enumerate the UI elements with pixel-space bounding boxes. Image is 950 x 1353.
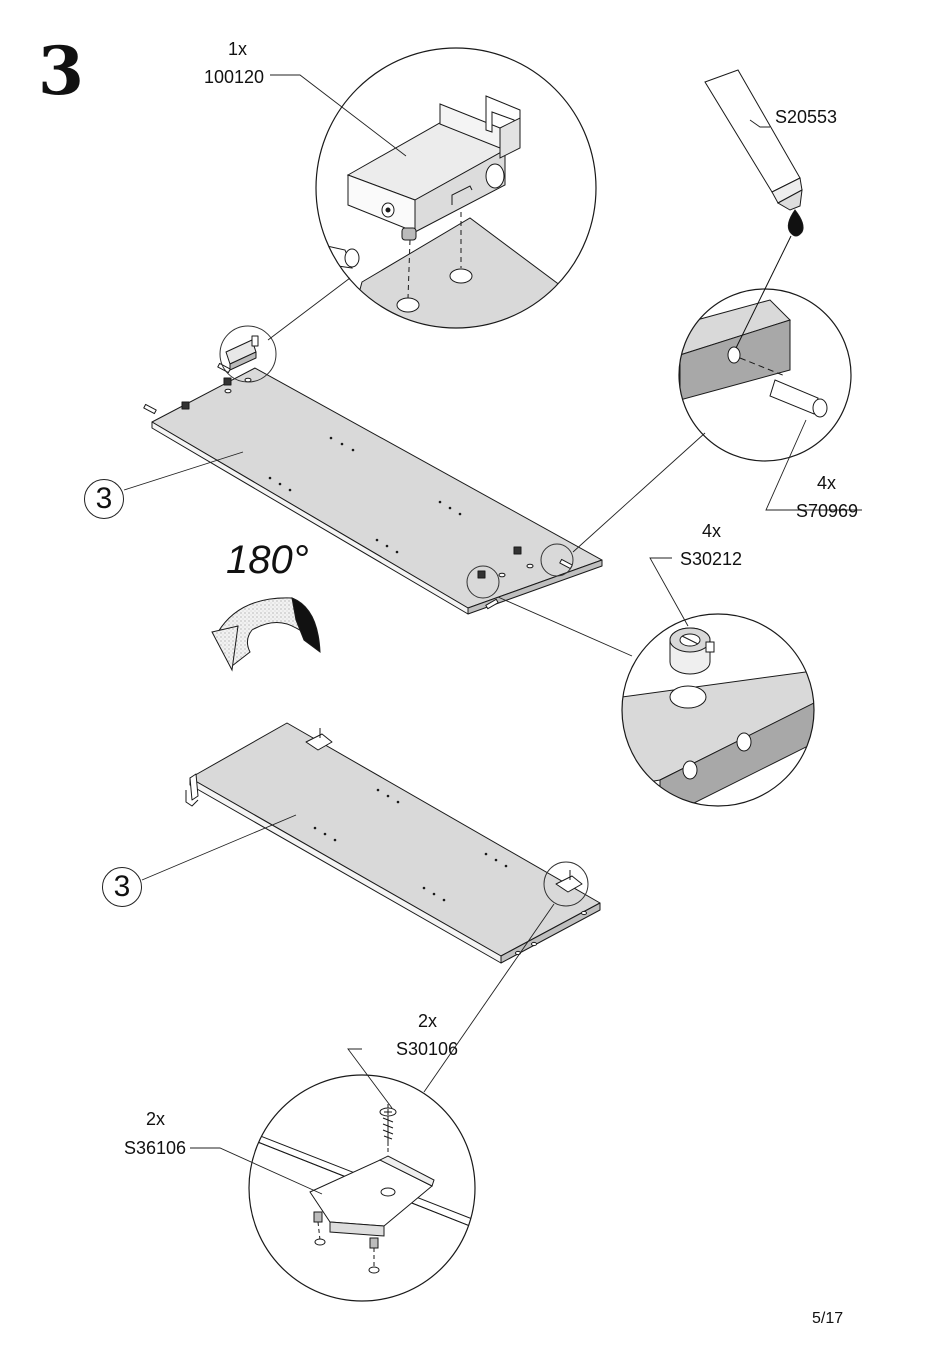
- page-number: 5/17: [812, 1310, 844, 1327]
- dowel-qty: 4x: [817, 473, 837, 493]
- top-panel: [143, 335, 603, 615]
- leader-lines: [123, 74, 862, 1195]
- cam-lock-qty: 4x: [702, 521, 722, 541]
- rotation-arrow-icon: [211, 597, 321, 672]
- hinge-detail: [315, 47, 597, 329]
- cam-lock-code: S30212: [680, 549, 743, 569]
- bottom-panel: [185, 722, 601, 964]
- step-number: 3: [38, 32, 84, 110]
- screw-code: S30106: [396, 1039, 459, 1059]
- detail-markers-top: [219, 325, 574, 599]
- glue-code: S20553: [775, 107, 838, 127]
- cam-lock-detail: [621, 613, 815, 807]
- screw-qty: 2x: [418, 1011, 438, 1031]
- hinge-qty: 1x: [228, 39, 248, 59]
- bracket-qty: 2x: [146, 1109, 166, 1129]
- bracket-detail: [248, 1074, 476, 1302]
- rotation-label: 180°: [226, 538, 309, 582]
- part-callout-top: 3: [84, 479, 124, 519]
- dowel-detail: [678, 288, 852, 462]
- hinge-code: 100120: [204, 67, 265, 87]
- part-callout-bottom: 3: [102, 867, 142, 907]
- bracket-code: S36106: [124, 1138, 187, 1158]
- dowel-code: S70969: [796, 501, 859, 521]
- glue-tube-icon: [704, 69, 804, 349]
